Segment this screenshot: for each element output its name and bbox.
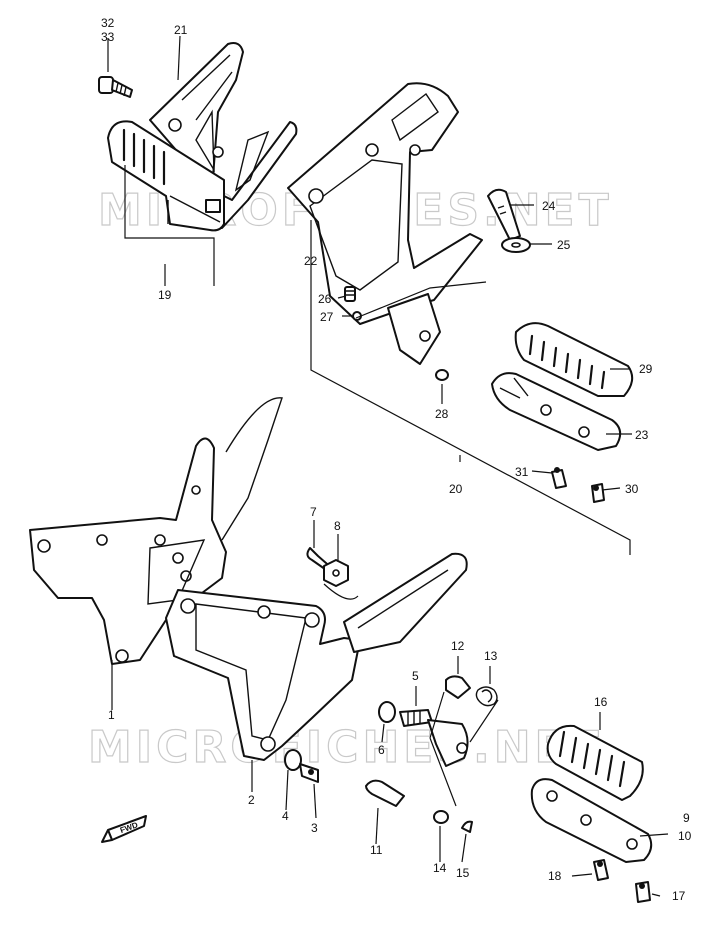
watermark-bottom: MICROFICHES.NET xyxy=(88,722,603,773)
label-10: 10 xyxy=(678,829,692,843)
part-labels: 32 33 21 19 22 24 25 26 27 28 29 23 20 3… xyxy=(101,16,692,903)
washer-6 xyxy=(378,701,396,723)
label-2: 2 xyxy=(248,793,255,807)
label-27: 27 xyxy=(320,310,334,324)
label-13: 13 xyxy=(484,649,498,663)
label-20: 20 xyxy=(449,482,463,496)
label-8: 8 xyxy=(334,519,341,533)
pin-11 xyxy=(365,779,405,807)
spring-26 xyxy=(344,286,356,302)
footpeg-rubber-29 xyxy=(514,322,634,397)
label-25: 25 xyxy=(557,238,571,252)
fwd-arrow: FWD xyxy=(101,815,147,843)
label-29: 29 xyxy=(639,362,653,376)
label-18: 18 xyxy=(548,869,562,883)
label-14: 14 xyxy=(433,861,447,875)
label-4: 4 xyxy=(282,809,289,823)
label-9: 9 xyxy=(683,811,690,825)
washer-4 xyxy=(284,749,302,771)
bolt-31 xyxy=(551,467,567,489)
label-33: 33 xyxy=(101,30,115,44)
label-3: 3 xyxy=(311,821,318,835)
bolt-32-33 xyxy=(98,76,133,98)
label-7: 7 xyxy=(310,505,317,519)
footpeg-23 xyxy=(491,372,622,451)
bolt-18 xyxy=(593,859,609,881)
spring-13 xyxy=(475,686,498,707)
clip-28 xyxy=(435,369,449,381)
label-19: 19 xyxy=(158,288,172,302)
bracket-2 xyxy=(165,589,361,761)
bolt-3 xyxy=(299,763,319,783)
footpeg-rubber-19 xyxy=(107,120,225,232)
label-28: 28 xyxy=(435,407,449,421)
label-23: 23 xyxy=(635,428,649,442)
label-21: 21 xyxy=(174,23,188,37)
footpeg-9-10 xyxy=(530,778,653,863)
label-31: 31 xyxy=(515,465,529,479)
bracket-22 xyxy=(287,82,483,365)
label-17: 17 xyxy=(672,889,686,903)
bolt-30 xyxy=(591,483,605,503)
label-1: 1 xyxy=(108,708,115,722)
label-32: 32 xyxy=(101,16,115,30)
label-22: 22 xyxy=(304,254,318,268)
label-24: 24 xyxy=(542,199,556,213)
pin-24 xyxy=(487,188,521,241)
heel-plate xyxy=(343,552,468,653)
washer-25 xyxy=(501,237,531,253)
nut-8 xyxy=(323,559,349,587)
label-11: 11 xyxy=(370,843,383,857)
label-26: 26 xyxy=(318,292,332,306)
label-12: 12 xyxy=(451,639,465,653)
label-5: 5 xyxy=(412,669,419,683)
bolt-17 xyxy=(635,881,651,903)
label-15: 15 xyxy=(456,866,470,880)
pin-12 xyxy=(445,675,471,699)
leader-lines xyxy=(107,35,669,897)
washer-14 xyxy=(433,810,449,824)
label-16: 16 xyxy=(594,695,608,709)
label-30: 30 xyxy=(625,482,639,496)
pivot-5 xyxy=(399,709,469,767)
footpeg-rubber-16 xyxy=(546,724,644,801)
clip-15 xyxy=(461,820,473,833)
label-6: 6 xyxy=(378,743,385,757)
